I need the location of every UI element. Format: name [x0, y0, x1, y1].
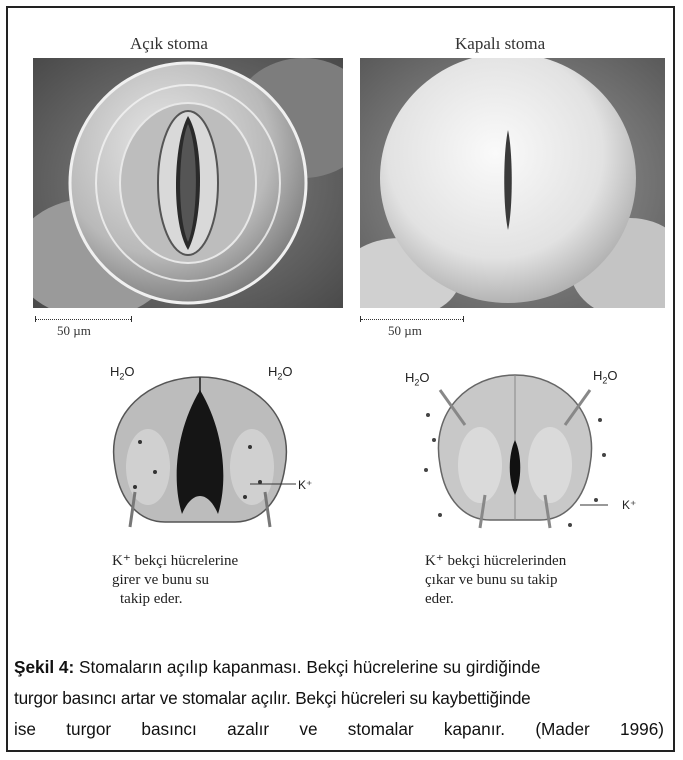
open-h2o-left-text: H2O [110, 364, 135, 379]
closed-h2o-right-text: H2O [593, 368, 618, 383]
caption-word: 1996) [620, 714, 664, 745]
caption-line-3: ise turgor basıncı azalır ve stomalar kapanır.… [14, 714, 664, 745]
closed-guard-cell-diagram [420, 370, 610, 530]
caption-word: turgor [66, 714, 111, 745]
open-scale-label: 50 µm [57, 323, 91, 339]
caption-word: stomalar [348, 714, 414, 745]
caption-word: kapanır. [444, 714, 505, 745]
closed-description-line: K⁺ bekçi hücrelerinden [425, 552, 566, 571]
caption-word: ise [14, 714, 36, 745]
caption-word: ve [299, 714, 317, 745]
closed-k-label: K⁺ [622, 498, 636, 512]
closed-h2o-left: H2O [405, 370, 430, 388]
closed-description: K⁺ bekçi hücrelerinden çıkar ve bunu su … [425, 552, 566, 609]
open-stoma-title: Açık stoma [130, 34, 208, 54]
caption-word: azalır [227, 714, 269, 745]
open-k-label: K⁺ [298, 478, 312, 492]
closed-stoma-micrograph [360, 58, 665, 308]
open-stoma-micrograph [33, 58, 343, 308]
open-h2o-left: H2O [110, 364, 135, 382]
figure-caption: Şekil 4: Stomaların açılıp kapanması. Be… [14, 652, 664, 745]
closed-scale-label: 50 µm [388, 323, 422, 339]
caption-line-1-text: Stomaların açılıp kapanması. Bekçi hücre… [79, 657, 540, 677]
closed-h2o-left-text: H2O [405, 370, 430, 385]
open-description-line: K⁺ bekçi hücrelerine [112, 552, 238, 571]
caption-label: Şekil 4: [14, 657, 74, 677]
open-h2o-right: H2O [268, 364, 293, 382]
closed-description-line: çıkar ve bunu su takip [425, 571, 566, 590]
caption-word: basıncı [141, 714, 196, 745]
caption-line-2: turgor basıncı artar ve stomalar açılır.… [14, 683, 664, 714]
closed-description-line: eder. [425, 590, 566, 609]
caption-word: (Mader [535, 714, 589, 745]
open-h2o-right-text: H2O [268, 364, 293, 379]
open-guard-cell-diagram [100, 372, 300, 532]
open-description-line: takip eder. [112, 590, 238, 609]
open-description: K⁺ bekçi hücrelerine girer ve bunu su ta… [112, 552, 238, 609]
closed-stoma-title: Kapalı stoma [455, 34, 545, 54]
closed-h2o-right: H2O [593, 368, 618, 386]
caption-line-1: Şekil 4: Stomaların açılıp kapanması. Be… [14, 652, 664, 683]
open-description-line: girer ve bunu su [112, 571, 238, 590]
